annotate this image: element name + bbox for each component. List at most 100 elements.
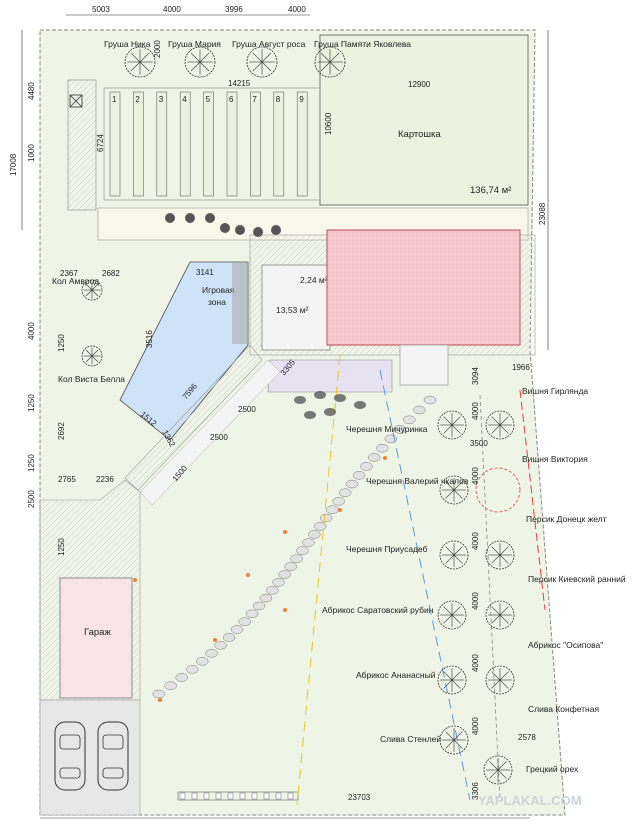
rock-icon (334, 394, 346, 402)
center-tree-label: Абрикос Саратовский рубин (322, 605, 434, 615)
right-tree-label: Вишня Гирлянда (522, 386, 588, 396)
top-tree-label: Груша Ника (104, 39, 151, 49)
dim-label: 1250 (27, 394, 36, 412)
dim-label: 10600 (324, 112, 333, 135)
rock-icon (324, 408, 336, 416)
garden-bed (273, 91, 285, 197)
rock-icon (314, 391, 326, 399)
tree-icon (314, 46, 346, 78)
shrub-icon (185, 213, 195, 223)
stepping-stone-path (152, 395, 437, 699)
tree-icon (437, 600, 467, 630)
left-tree-label: Кол Амврод (52, 276, 99, 286)
garden-bed (226, 91, 238, 197)
center-tree-label: Слива Стенлей (380, 734, 441, 744)
tree-icon (439, 540, 469, 570)
room-area-1: 2,24 м² (300, 275, 328, 285)
dim-label: 6724 (96, 134, 105, 152)
dim-label: 4480 (27, 82, 36, 100)
shrub-icon (235, 225, 245, 235)
left-tree-label: Кол Виста Белла (58, 374, 125, 384)
tree-icon (81, 279, 103, 301)
dim-label: 3516 (145, 330, 154, 348)
center-tree-label: Черешня Приусадеб (346, 544, 428, 554)
potato-label: Картошка (398, 129, 441, 140)
tree-icon (184, 46, 216, 78)
right-tree-label: Абрикос "Осипова" (528, 640, 603, 650)
shrub-icon (271, 225, 281, 235)
dim-label: 2000 (153, 40, 162, 58)
play-zone-label-1: Игровая (202, 285, 235, 295)
right-tree-label: Вишня Виктория (522, 454, 588, 464)
tree-icon (81, 345, 103, 367)
dim-label: 4000 (163, 5, 181, 14)
bed-number: 8 (276, 95, 281, 104)
watermark: YAPLAKAL.COM (478, 793, 582, 808)
shrub-icon (253, 227, 263, 237)
annex-room (261, 264, 331, 351)
garden-bed (109, 91, 121, 197)
tree-icon (439, 725, 469, 755)
dim-label: 1250 (27, 454, 36, 472)
bed-number: 2 (135, 95, 140, 104)
rock-icon (304, 411, 316, 419)
dim-label: 4000 (27, 322, 36, 340)
dim-label: 17008 (9, 153, 18, 176)
garden-bed (179, 91, 191, 197)
red-line (519, 389, 546, 611)
tree-icon (485, 540, 515, 570)
dim-label: 2500 (27, 490, 36, 508)
tree-canopy-outline (475, 467, 521, 513)
dim-label: 3094 (471, 367, 480, 385)
porch (399, 344, 449, 386)
shrub-icon (220, 223, 230, 233)
potato-field (319, 34, 529, 206)
right-tree-label: Слива Конфетная (528, 704, 599, 714)
parking (39, 699, 141, 816)
rock-icon (354, 401, 366, 409)
car-icon (97, 721, 129, 791)
dim-label: 4000 (471, 654, 480, 672)
dim-label: 3141 (196, 268, 214, 277)
garden-bed (250, 91, 261, 197)
dim-label: 1966 (512, 363, 530, 372)
top-tree-label: Груша Август роса (232, 39, 306, 49)
dim-label: 4000 (471, 467, 480, 485)
dim-label: 2765 (58, 475, 76, 484)
garden-beds (103, 87, 321, 201)
bed-number: 9 (299, 95, 304, 104)
bed-number: 5 (206, 95, 211, 104)
dim-label: 2682 (102, 269, 120, 278)
garden-bed (296, 91, 308, 197)
dim-label: 1250 (57, 334, 66, 352)
dim-label: 5003 (92, 5, 110, 14)
rock-icon (294, 396, 306, 404)
room-area-2: 13,53 м² (276, 305, 308, 315)
tree-icon (485, 410, 515, 440)
right-tree-label: Персик Киевский ранний (528, 574, 626, 584)
dim-label: 23703 (348, 793, 371, 802)
dim-label: 4000 (471, 532, 480, 550)
diagonal-walkway-2 (139, 359, 281, 506)
dim-label: 23088 (538, 202, 547, 225)
dim-label: 1250 (57, 538, 66, 556)
garden-bed (203, 91, 214, 197)
top-tree-label: Груша Мария (168, 39, 221, 49)
dim-label: 2236 (96, 475, 114, 484)
play-zone-hedge (232, 262, 248, 344)
bottom-deck (177, 791, 299, 801)
dim-label: 2692 (57, 422, 66, 440)
diagonal-walkway (124, 344, 263, 491)
compost-box-icon (69, 94, 83, 108)
dim-label: 3500 (470, 439, 488, 448)
yellow-line (296, 354, 341, 806)
garage-label: Гараж (84, 627, 111, 638)
bed-number: 6 (229, 95, 234, 104)
dim-label: 2500 (238, 405, 256, 414)
dim-label: 2578 (518, 733, 536, 742)
dim-label: 2500 (210, 433, 228, 442)
tree-icon (485, 665, 515, 695)
tree-icon (483, 755, 513, 785)
car-icon (54, 721, 86, 791)
center-tree-label: Черешня Мичуринка (346, 424, 428, 434)
